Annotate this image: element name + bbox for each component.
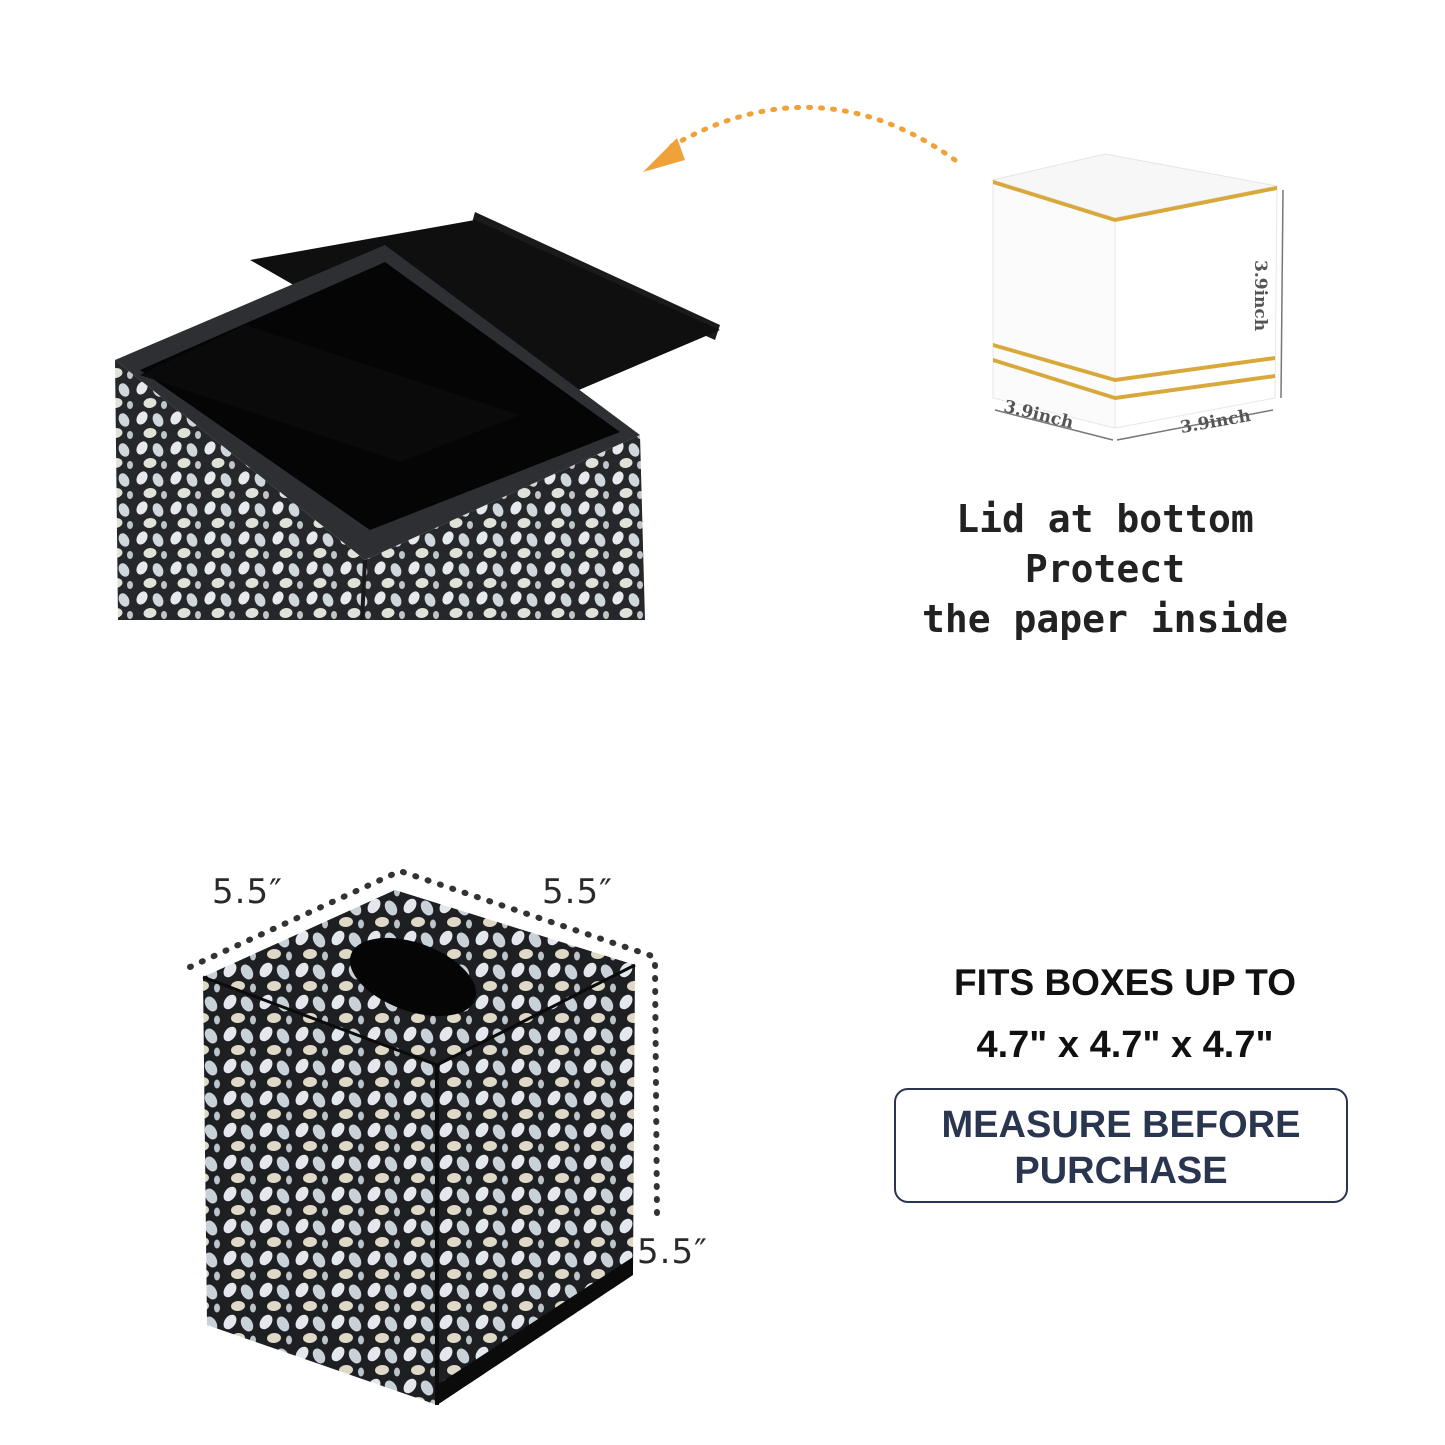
lid-caption: Lid at bottom Protect the paper inside [845,494,1365,644]
refill-box-illustration [991,153,1284,441]
measure-notice-box: MEASURE BEFORE PURCHASE [894,1088,1348,1203]
dotted-arrow-icon [643,104,958,172]
product-height-label: 5.5″ [637,1232,708,1272]
product-width-label: 5.5″ [542,872,613,912]
fits-heading: FITS BOXES UP TO [954,962,1296,1003]
open-tissue-box-illustration [115,212,720,620]
lid-caption-line-2: Protect [1024,547,1186,591]
fits-dimensions: 4.7" x 4.7" x 4.7" [976,1024,1274,1066]
refill-height-label: 3.9inch [1250,260,1270,332]
closed-tissue-box-illustration [187,867,660,1405]
product-depth-label: 5.5″ [212,872,283,912]
lid-caption-line-3: the paper inside [921,597,1289,641]
measure-line-1: MEASURE BEFORE [941,1104,1301,1146]
lid-caption-line-1: Lid at bottom [956,497,1254,541]
measure-line-2: PURCHASE [1014,1150,1228,1192]
